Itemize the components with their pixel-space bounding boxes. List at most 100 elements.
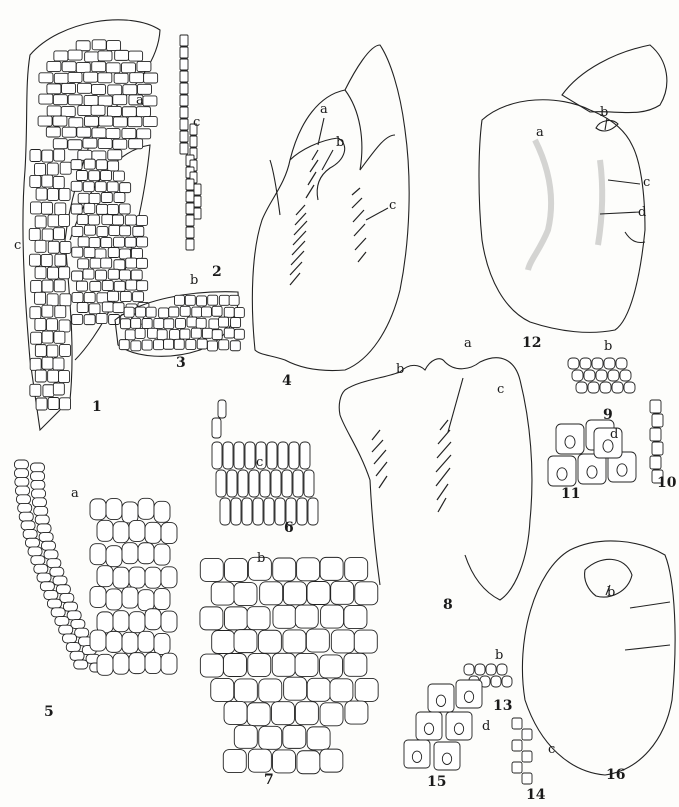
cell (186, 340, 196, 350)
cell (259, 679, 282, 702)
cell (54, 228, 65, 240)
figure-number-3: 3 (176, 356, 186, 370)
cell (297, 751, 320, 774)
cell (242, 498, 252, 525)
cell (31, 332, 42, 344)
cell (102, 281, 113, 291)
cell (185, 295, 195, 305)
cell (234, 583, 257, 606)
cell (84, 95, 98, 105)
cell (60, 162, 71, 174)
cell (208, 295, 218, 305)
cell (115, 50, 129, 60)
cell (37, 573, 51, 582)
cell (154, 318, 164, 328)
cell (224, 607, 247, 630)
cell (180, 119, 188, 130)
cell (522, 751, 532, 762)
figure-number-8: 8 (443, 598, 453, 612)
cell (234, 725, 257, 748)
figure-number-5: 5 (44, 705, 54, 719)
cell (194, 208, 201, 219)
cell (180, 83, 188, 94)
cell (175, 318, 185, 328)
cell (491, 676, 501, 687)
cell (102, 302, 113, 312)
cell (71, 204, 82, 214)
cell (154, 633, 170, 654)
cell (42, 280, 53, 292)
cell (35, 370, 46, 382)
cell (15, 477, 29, 486)
figure-number-4: 4 (282, 374, 292, 388)
cell (50, 567, 64, 576)
cell (25, 538, 39, 547)
cell (63, 634, 77, 643)
cell (223, 442, 233, 469)
cell (245, 442, 255, 469)
label-c-fig14: c (548, 743, 555, 756)
label-c-fig1: c (14, 239, 21, 252)
cell (180, 131, 188, 142)
cell (187, 317, 197, 327)
cell (31, 280, 42, 292)
cell (320, 557, 343, 580)
cell (59, 320, 70, 332)
figure-2-drawing (180, 35, 201, 250)
cell (260, 470, 270, 497)
cell (142, 340, 152, 350)
label-a-fig5: a (71, 487, 79, 500)
cell (47, 84, 61, 94)
cell (30, 254, 41, 266)
cell (53, 139, 67, 149)
cell (475, 664, 485, 675)
cell (180, 95, 188, 106)
cell (47, 294, 58, 306)
figure-number-2: 2 (212, 265, 222, 279)
cell (30, 358, 41, 370)
cell (300, 442, 310, 469)
cell (32, 498, 46, 507)
cell (84, 116, 98, 126)
cell (72, 293, 83, 303)
cell (122, 128, 136, 138)
cell (23, 530, 37, 539)
cell (108, 247, 119, 257)
cell (89, 304, 100, 314)
cell (95, 182, 106, 192)
cell (98, 96, 112, 106)
cell (35, 318, 46, 330)
cell (144, 73, 158, 83)
cell (47, 61, 61, 71)
label-c-fig4: c (389, 199, 396, 212)
cell (212, 631, 235, 654)
cell (247, 607, 270, 630)
figure-number-14: 14 (526, 788, 545, 802)
cell (77, 302, 88, 312)
cell (108, 161, 119, 171)
cell (30, 307, 41, 319)
label-a-fig12: a (536, 126, 544, 139)
cell (55, 617, 69, 626)
label-c-fig12: c (643, 176, 650, 189)
cell (186, 179, 194, 190)
cell (584, 370, 595, 381)
cell (137, 237, 148, 247)
cell (129, 139, 143, 149)
cell (113, 567, 129, 588)
cell (90, 630, 106, 651)
cell (114, 260, 125, 270)
label-a-fig1: a (136, 94, 144, 107)
cell (114, 73, 128, 83)
cell (54, 149, 65, 161)
cell (59, 188, 70, 200)
cell (101, 193, 112, 203)
cell (77, 83, 91, 93)
cell (88, 215, 99, 225)
cell (113, 522, 129, 543)
figure-4-drawing (252, 45, 409, 371)
cell (21, 521, 35, 530)
cell (113, 171, 124, 181)
cell (122, 107, 136, 117)
cell (48, 267, 59, 279)
